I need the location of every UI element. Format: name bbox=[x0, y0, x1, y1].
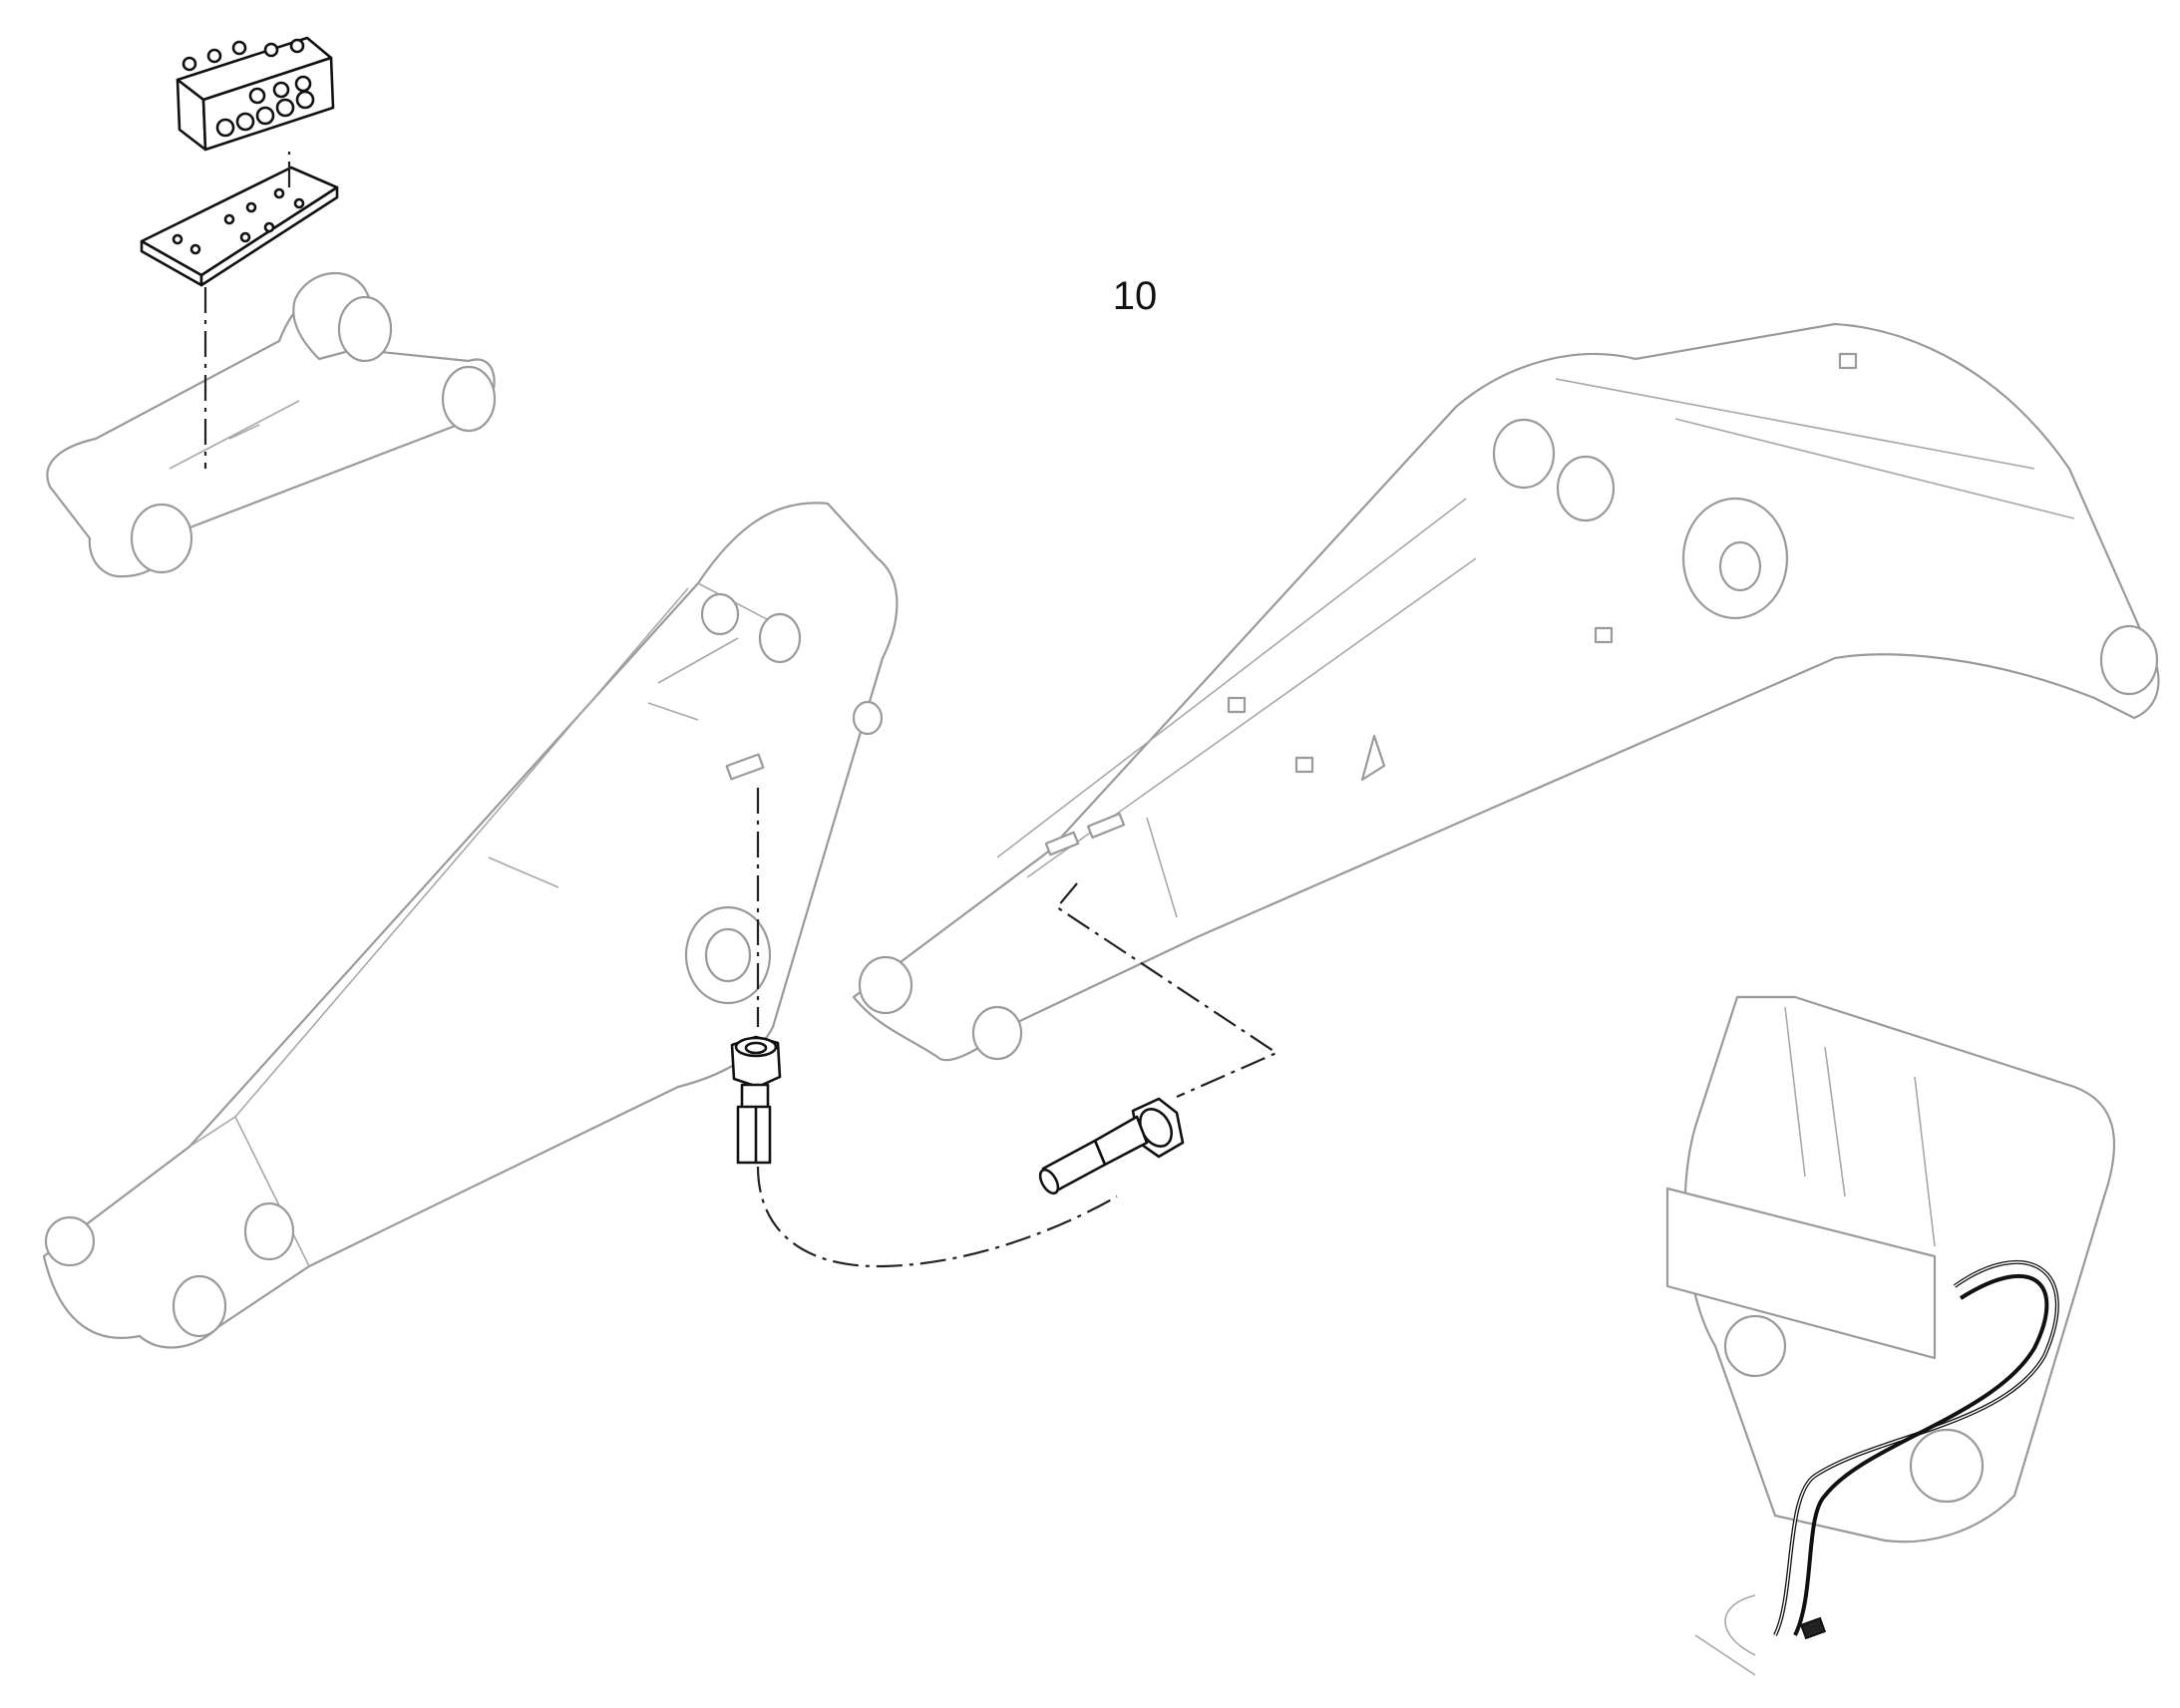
fitting-angled bbox=[1038, 1097, 1185, 1196]
bracket-ghost bbox=[1665, 995, 2116, 1676]
callout-item-10: 10 bbox=[1113, 274, 1158, 318]
link-arm-ghost bbox=[46, 271, 497, 578]
fitting-vertical bbox=[730, 1035, 782, 1165]
boom-ghost bbox=[42, 502, 899, 1349]
leader-lines bbox=[203, 152, 1279, 1268]
arm-ghost bbox=[852, 322, 2160, 1062]
valve-block bbox=[176, 36, 335, 152]
mounting-plate bbox=[140, 166, 339, 287]
